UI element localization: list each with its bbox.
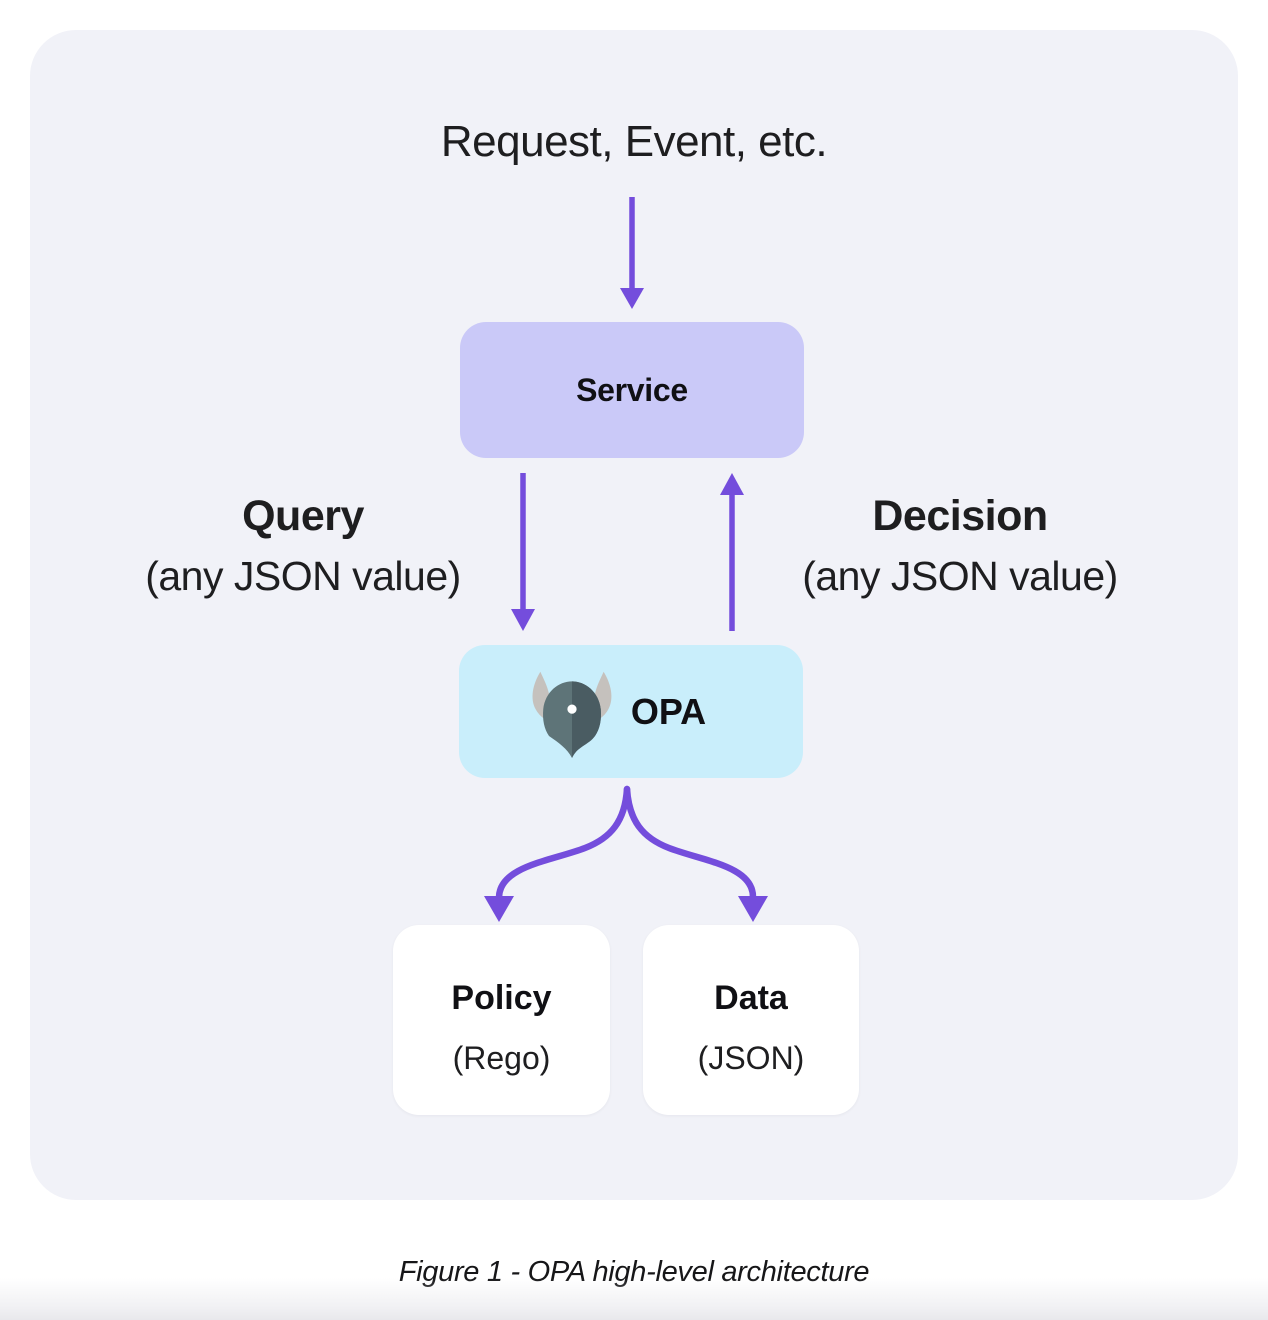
data-title: Data [714, 979, 788, 1017]
policy-node: Policy (Rego) [393, 925, 610, 1115]
service-node: Service [460, 322, 804, 458]
query-label-group: Query (any JSON value) [93, 487, 513, 607]
decision-subtitle: (any JSON value) [802, 553, 1118, 599]
data-subtitle: (JSON) [697, 1040, 805, 1076]
decision-title: Decision [872, 492, 1048, 540]
opa-node: OPA [459, 645, 803, 778]
service-label: Service [576, 371, 688, 408]
request-event-label: Request, Event, etc. [440, 117, 828, 166]
query-title: Query [242, 492, 364, 540]
decision-label-group: Decision (any JSON value) [750, 487, 1170, 607]
policy-subtitle: (Rego) [452, 1040, 551, 1076]
bottom-shadow [0, 1278, 1268, 1320]
opa-label: OPA [630, 690, 707, 732]
query-subtitle: (any JSON value) [145, 553, 461, 599]
diagram-panel [30, 30, 1238, 1200]
data-node: Data (JSON) [643, 925, 859, 1115]
opa-viking-helmet-icon [532, 671, 612, 758]
policy-title: Policy [451, 979, 552, 1017]
